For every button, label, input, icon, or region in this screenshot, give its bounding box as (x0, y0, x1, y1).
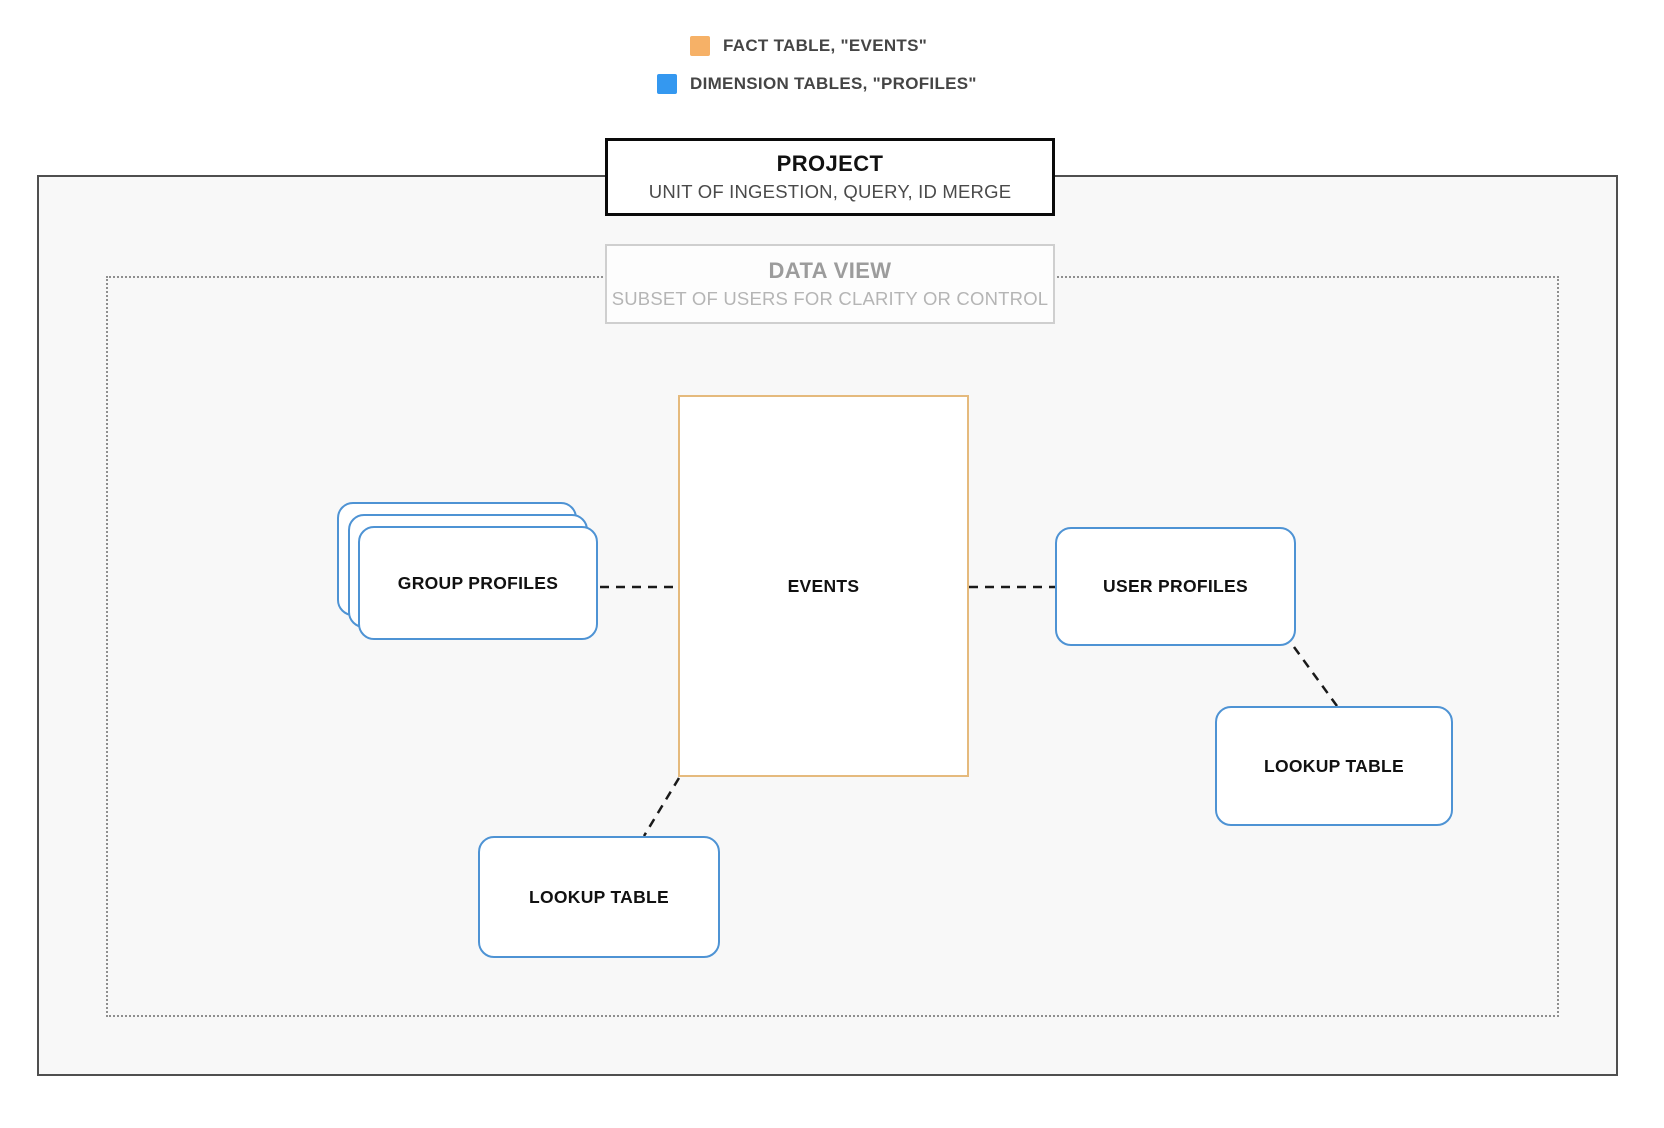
fact-table-color-swatch (690, 36, 710, 56)
fact-table-legend-label: FACT TABLE, "EVENTS" (723, 36, 928, 55)
data-view-subtitle: SUBSET OF USERS FOR CLARITY OR CONTROL (611, 288, 1049, 309)
project-title: PROJECT (776, 151, 884, 176)
events-label: EVENTS (787, 575, 860, 596)
project-header-box: PROJECT UNIT OF INGESTION, QUERY, ID MER… (605, 138, 1055, 216)
user-profiles-node: USER PROFILES (1055, 527, 1296, 646)
dimension-tables-color-swatch (657, 74, 677, 94)
legend-item-fact-table: FACT TABLE, "EVENTS" (690, 36, 927, 56)
lookup-table-left-node: LOOKUP TABLE (478, 836, 720, 958)
legend-item-dimension-tables: DIMENSION TABLES, "PROFILES" (657, 74, 977, 94)
user-profiles-label: USER PROFILES (1103, 576, 1248, 596)
group-profiles-node: GROUP PROFILES (358, 526, 598, 640)
data-view-title: DATA VIEW (768, 258, 892, 283)
events-fact-table-node: EVENTS (678, 395, 969, 777)
lookup-table-right-label: LOOKUP TABLE (1263, 755, 1405, 776)
group-profiles-label: GROUP PROFILES (397, 572, 559, 593)
data-view-header-box: DATA VIEW SUBSET OF USERS FOR CLARITY OR… (605, 244, 1055, 324)
dimension-tables-legend-label: DIMENSION TABLES, "PROFILES" (690, 74, 977, 93)
project-subtitle: UNIT OF INGESTION, QUERY, ID MERGE (648, 181, 1012, 202)
lookup-table-left-label: LOOKUP TABLE (528, 886, 670, 907)
lookup-table-right-node: LOOKUP TABLE (1215, 706, 1453, 826)
